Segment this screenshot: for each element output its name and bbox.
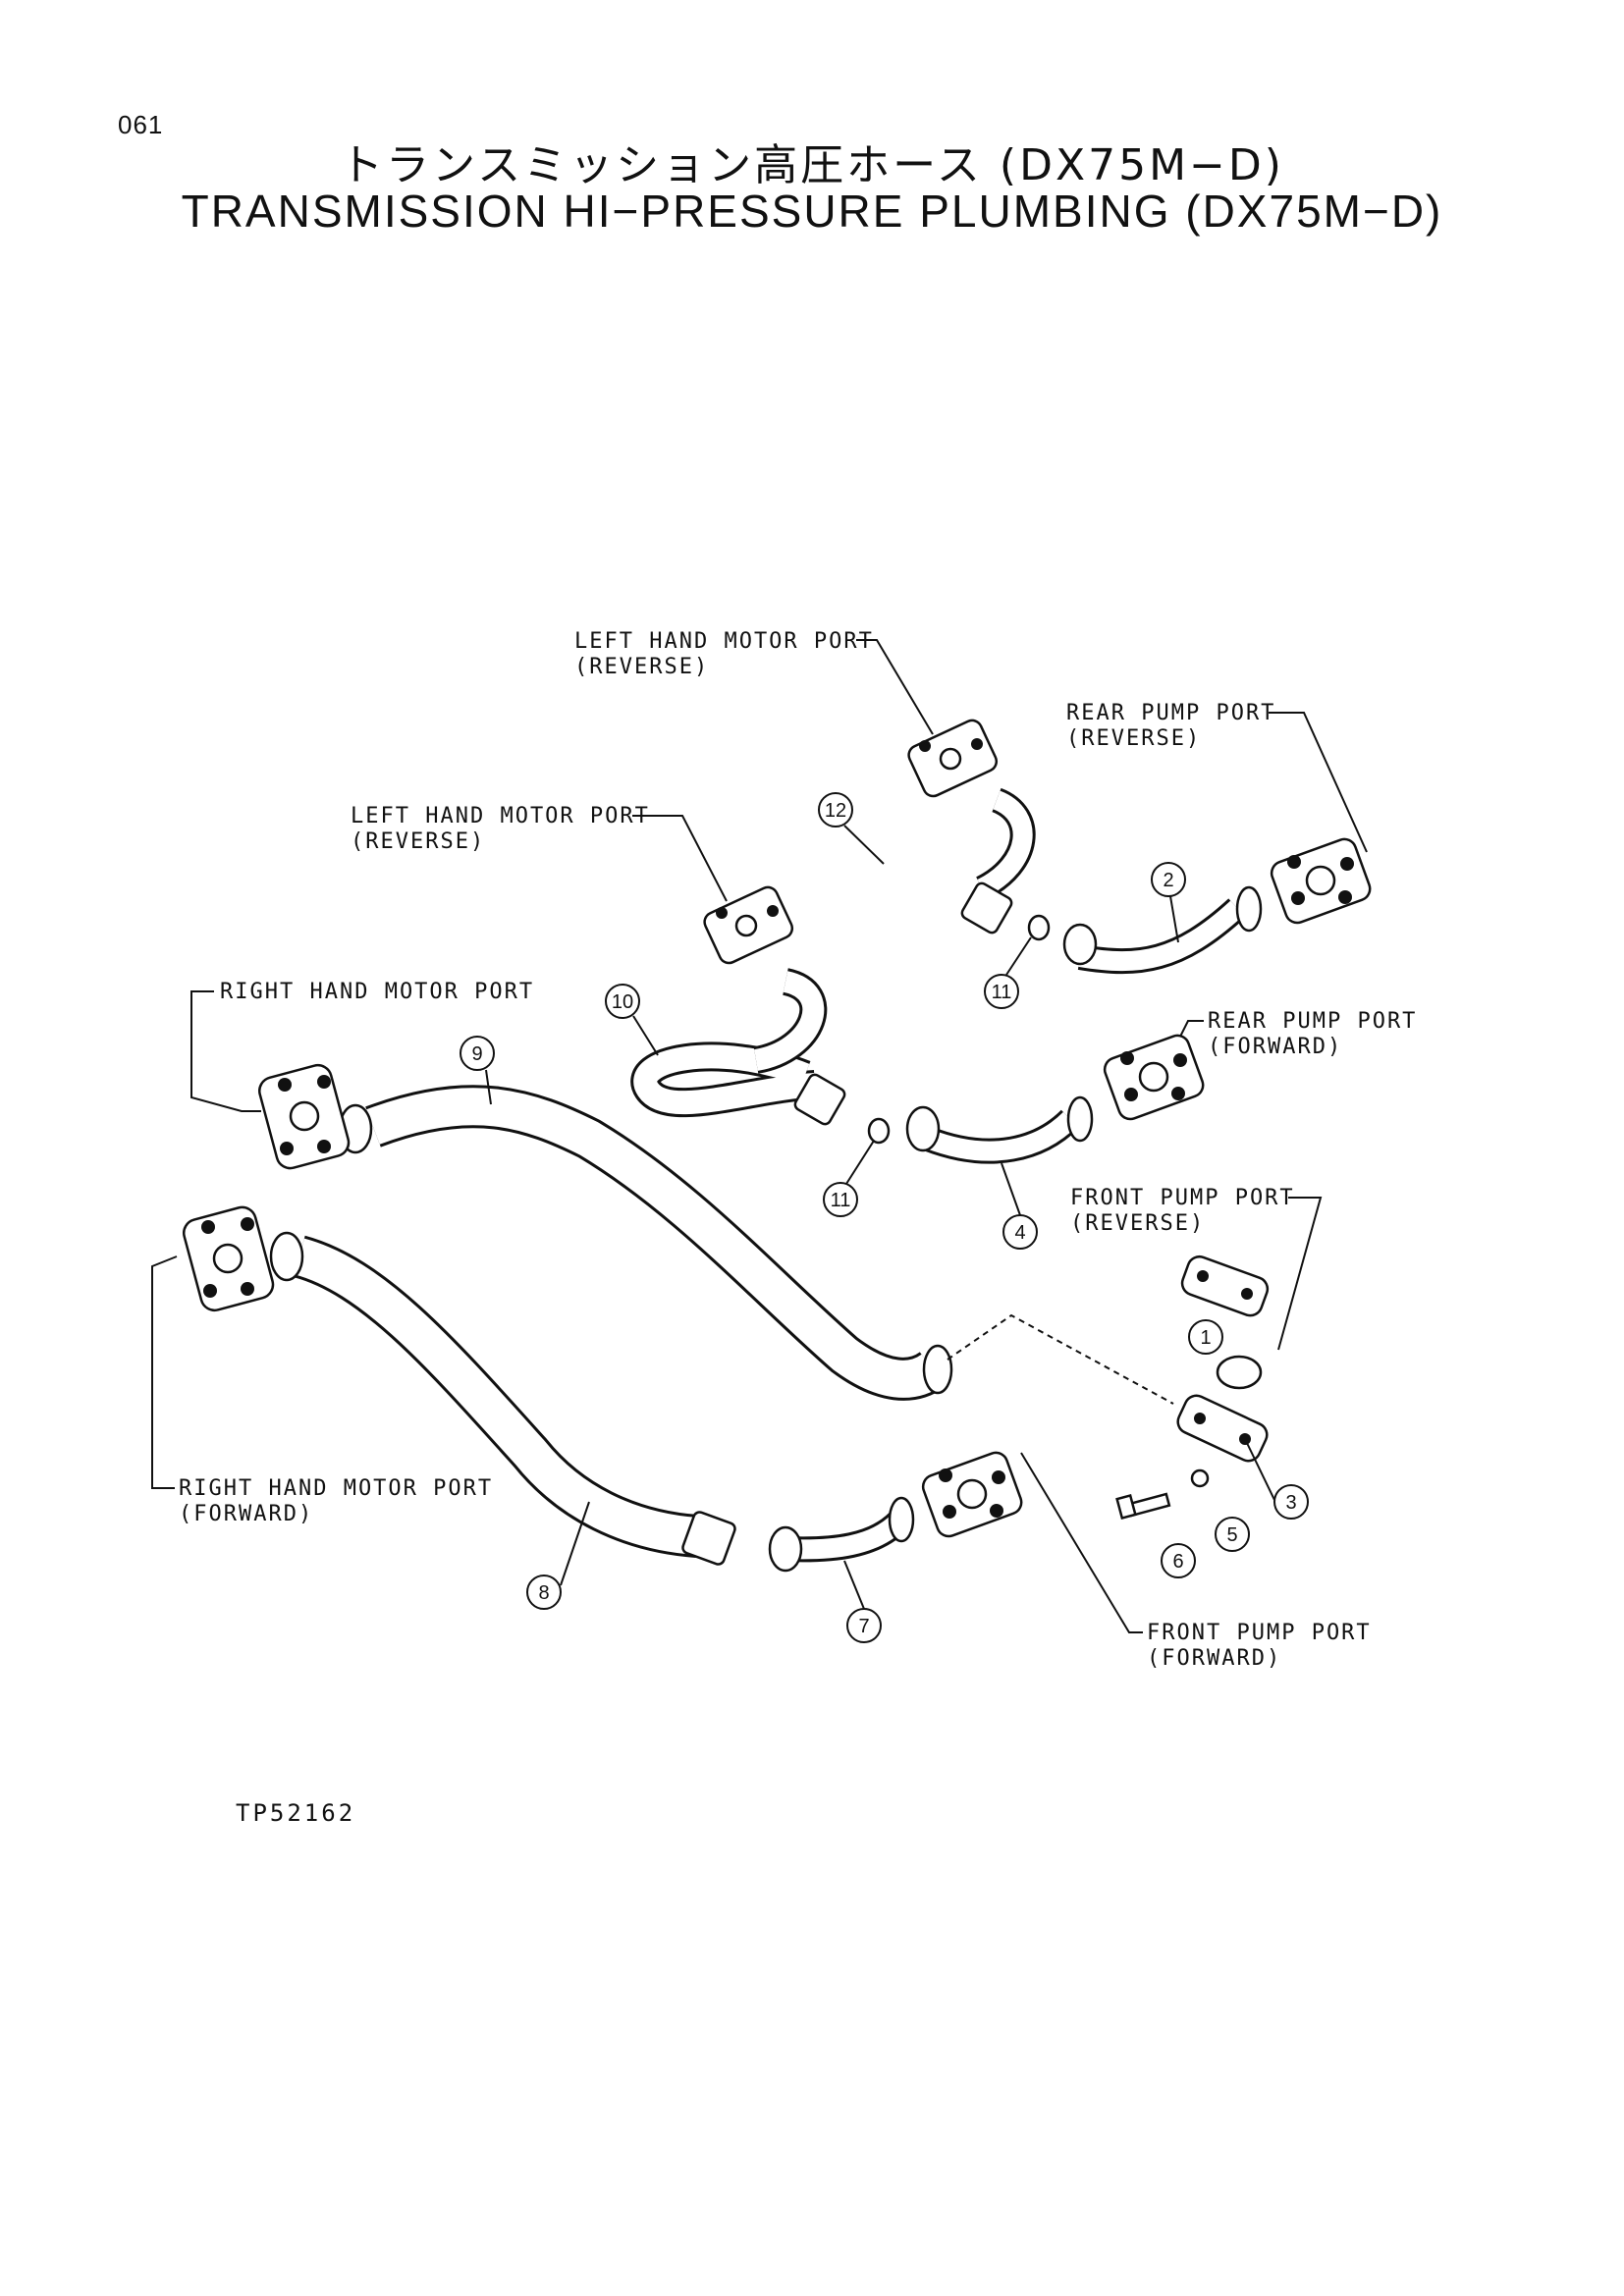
o-ring-11-upper xyxy=(1027,914,1051,941)
callout-label: LEFT HAND MOTOR PORT xyxy=(351,804,650,828)
flange-rear-pump-port-reverse xyxy=(1270,837,1372,925)
part-number: 5 xyxy=(1226,1524,1237,1546)
pipe-4 xyxy=(905,1095,1094,1164)
pipe-2 xyxy=(1062,885,1263,975)
part-number: 4 xyxy=(1014,1222,1025,1244)
callout-left-hand-motor-port-reverse-top: LEFT HAND MOTOR PORT (REVERSE) xyxy=(574,629,934,735)
callout-rear-pump-port-forward: REAR PUMP PORT (FORWARD) xyxy=(1167,1009,1417,1061)
callout-label: RIGHT HAND MOTOR PORT xyxy=(179,1476,493,1501)
part-bubble: 6 xyxy=(1161,1543,1196,1578)
callout-rear-pump-port-reverse: REAR PUMP PORT (REVERSE) xyxy=(1066,701,1368,853)
callout-label: RIGHT HAND MOTOR PORT xyxy=(220,980,534,1004)
callout-label: FRONT PUMP PORT xyxy=(1070,1186,1295,1210)
part-bubble: 10 xyxy=(605,984,640,1019)
o-ring-11-lower xyxy=(867,1117,891,1145)
o-ring-1 xyxy=(1216,1355,1263,1390)
part-number: 11 xyxy=(831,1190,851,1211)
callout-sublabel: (FORWARD) xyxy=(1147,1646,1281,1671)
part-number: 2 xyxy=(1163,870,1173,891)
flange-left-hand-motor-port-mid xyxy=(703,885,794,965)
part-bubble: 7 xyxy=(846,1608,882,1643)
part-number: 7 xyxy=(858,1616,869,1637)
callout-right-hand-motor-port-forward: RIGHT HAND MOTOR PORT (FORWARD) xyxy=(151,1255,493,1526)
part-number: 8 xyxy=(538,1582,549,1604)
part-number: 12 xyxy=(825,800,846,822)
part-bubble: 3 xyxy=(1273,1484,1309,1520)
callout-label: LEFT HAND MOTOR PORT xyxy=(574,629,874,654)
hose-8 xyxy=(269,1231,736,1566)
part-number: 9 xyxy=(471,1043,482,1065)
hose-12 xyxy=(834,787,1036,953)
part-bubble: 11 xyxy=(984,974,1019,1009)
callout-front-pump-port-reverse: FRONT PUMP PORT (REVERSE) xyxy=(1070,1186,1323,1351)
part-bubble: 1 xyxy=(1188,1319,1223,1355)
callout-sublabel: (REVERSE) xyxy=(1066,726,1201,751)
part-bubble: 2 xyxy=(1151,862,1186,897)
flange-right-hand-motor-port xyxy=(258,1063,351,1170)
title-japanese: トランスミッション高圧ホース (DX75M−D) xyxy=(340,140,1284,190)
dashed-reference-line xyxy=(947,1313,1174,1405)
callout-sublabel: (REVERSE) xyxy=(351,829,485,854)
callout-sublabel: (REVERSE) xyxy=(574,655,709,679)
title-english: TRANSMISSION HI−PRESSURE PLUMBING (DX75M… xyxy=(181,186,1443,237)
callout-right-hand-motor-port: RIGHT HAND MOTOR PORT xyxy=(190,980,534,1112)
bubble-leader-lines xyxy=(485,825,1275,1610)
pipe-7 xyxy=(768,1496,915,1573)
part-bubble: 12 xyxy=(818,792,853,828)
callout-sublabel: (FORWARD) xyxy=(1208,1035,1342,1059)
drawing-code: TP52162 xyxy=(236,1799,356,1827)
callout-label: FRONT PUMP PORT xyxy=(1147,1621,1372,1645)
part-number: 1 xyxy=(1200,1327,1211,1349)
split-flange-half-upper xyxy=(1180,1255,1270,1317)
washer-5 xyxy=(1190,1468,1210,1488)
callout-label: REAR PUMP PORT xyxy=(1208,1009,1417,1034)
part-number: 10 xyxy=(612,991,633,1013)
flange-left-hand-motor-port-top xyxy=(907,719,999,798)
callout-sublabel: (REVERSE) xyxy=(1070,1211,1205,1236)
part-bubble: 4 xyxy=(1002,1214,1038,1250)
callout-label: REAR PUMP PORT xyxy=(1066,701,1275,725)
bolt-6 xyxy=(1115,1492,1171,1521)
flange-rear-pump-port-forward xyxy=(1103,1034,1205,1121)
page-number: 061 xyxy=(118,110,164,139)
split-flange-half-lower xyxy=(1176,1394,1269,1463)
hose-10 xyxy=(630,968,846,1126)
part-bubble: 8 xyxy=(526,1575,562,1610)
callout-left-hand-motor-port-reverse-mid: LEFT HAND MOTOR PORT (REVERSE) xyxy=(351,804,728,902)
part-number: 6 xyxy=(1172,1551,1183,1573)
hose-9 xyxy=(338,1085,953,1401)
part-bubble: 9 xyxy=(460,1036,495,1071)
callout-front-pump-port-forward: FRONT PUMP PORT (FORWARD) xyxy=(1020,1452,1372,1671)
flange-right-hand-motor-port-forward xyxy=(182,1205,275,1312)
callout-sublabel: (FORWARD) xyxy=(179,1502,313,1526)
part-bubble: 5 xyxy=(1215,1517,1250,1552)
part-number: 11 xyxy=(992,982,1012,1003)
part-bubble: 11 xyxy=(823,1182,858,1217)
part-number: 3 xyxy=(1285,1492,1296,1514)
flange-front-pump-port-forward xyxy=(921,1451,1023,1538)
